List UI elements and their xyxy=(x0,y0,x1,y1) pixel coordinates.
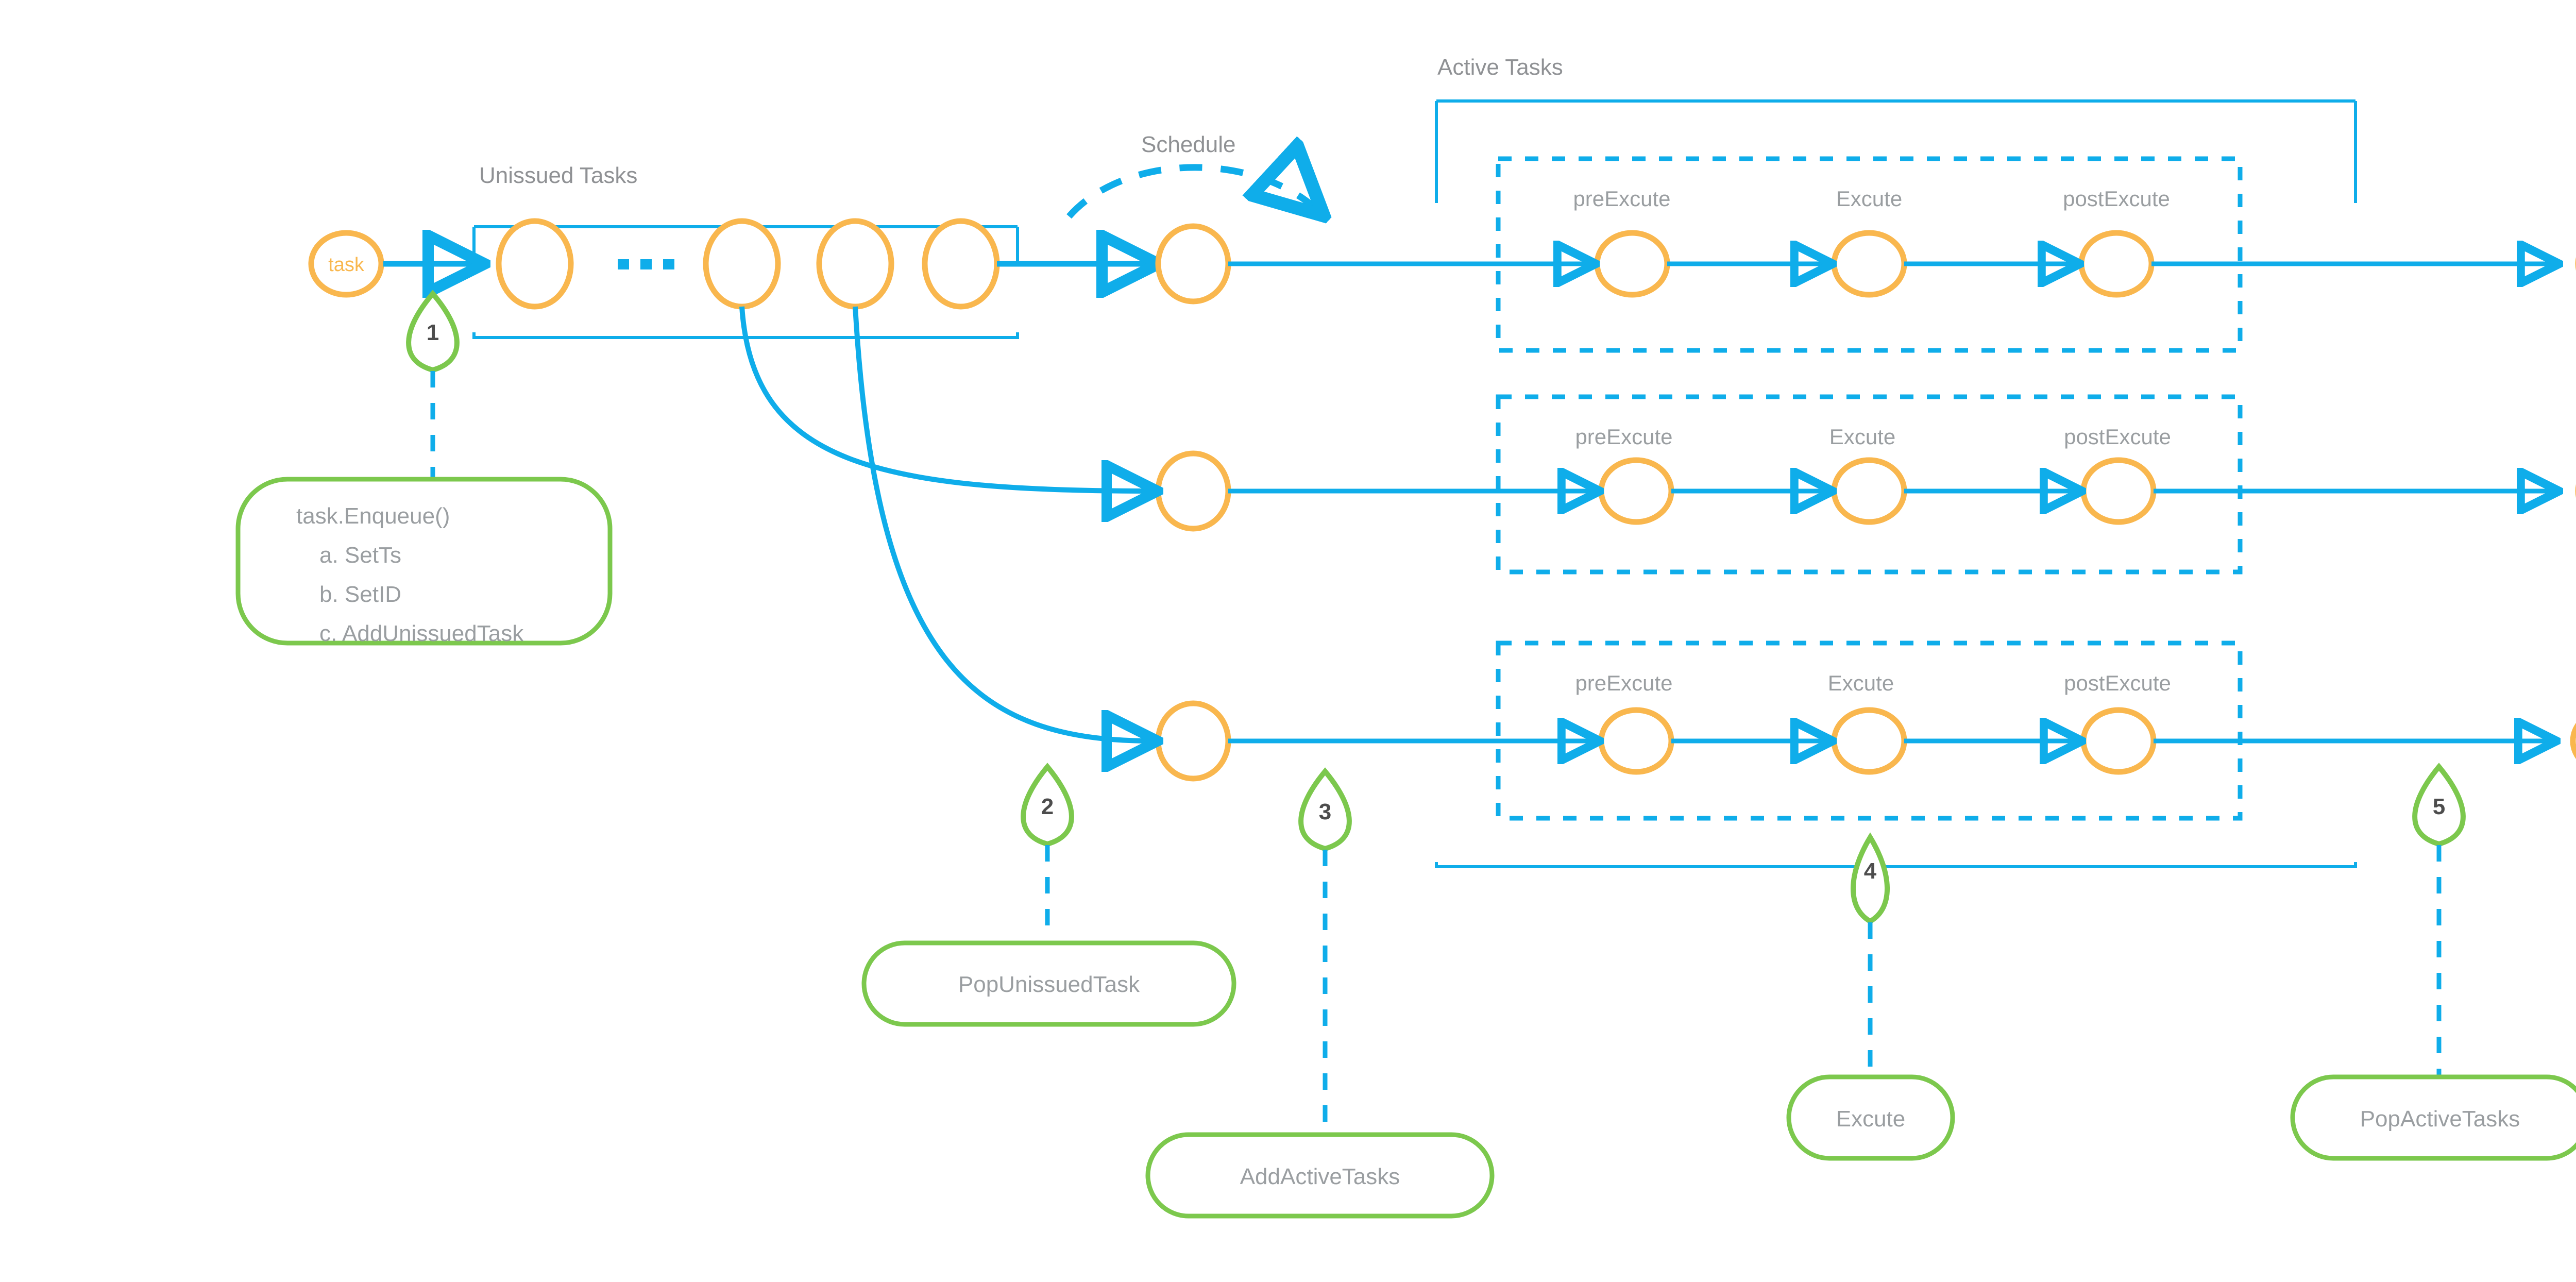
row-1-stage-label-excute: Excute xyxy=(1836,187,1902,211)
schedule-label: Schedule xyxy=(1141,132,1235,157)
task-node-label: task xyxy=(328,254,365,276)
row-1-stage-label-postexcute: postExcute xyxy=(2063,187,2170,211)
queue-ellipsis-icon xyxy=(618,259,674,269)
callout-4-label: Excute xyxy=(1836,1106,1906,1132)
schedule-edge-group: Schedule xyxy=(1066,132,1319,216)
callout-1-enqueue[interactable]: task.Enqueue() a. SetTs b. SetID c. AddU… xyxy=(235,477,613,646)
row-2-stage-label-preexcute: preExcute xyxy=(1575,425,1672,449)
callout-5-label: PopActiveTasks xyxy=(2360,1106,2520,1132)
row-3-stage-label-postexcute: postExcute xyxy=(2064,671,2171,695)
callout-3-label: AddActiveTasks xyxy=(1240,1164,1400,1189)
pipeline-row-1: preExcute Excute postExcute xyxy=(1228,156,2576,353)
active-tasks-label: Active Tasks xyxy=(1437,55,1563,80)
scheduler-node-row-2[interactable] xyxy=(1155,450,1231,532)
row-3-node-postexcute[interactable] xyxy=(2080,707,2157,775)
row-3-node-excute[interactable] xyxy=(1831,707,1907,775)
scheduler-nodes xyxy=(1155,223,1231,782)
row-3-stage-label-excute: Excute xyxy=(1828,671,1894,695)
row-3-stage-label-preexcute: preExcute xyxy=(1575,671,1672,695)
marker-5-number: 5 xyxy=(2433,794,2445,819)
callout-2-shape xyxy=(861,940,1236,1027)
callout-2-popunissuedtask[interactable]: PopUnissuedTask xyxy=(861,940,1236,1027)
row-2-stage-label-postexcute: postExcute xyxy=(2064,425,2171,449)
callout-5-shape xyxy=(2290,1074,2576,1161)
pipeline-row-3: preExcute Excute postExcute xyxy=(1228,640,2576,821)
callout-4-shape xyxy=(1786,1074,1955,1161)
row-2-node-preexcute[interactable] xyxy=(1598,457,1674,525)
callout-1-title: task.Enqueue() xyxy=(296,503,450,529)
callout-1-item-c: c. AddUnissuedTask xyxy=(319,621,524,646)
row-1-dashed-box xyxy=(1496,156,2243,353)
unissued-tasks-label: Unissued Tasks xyxy=(479,163,637,188)
callout-3-addactivetasks[interactable]: AddActiveTasks xyxy=(1145,1132,1495,1219)
row-2-node-postexcute[interactable] xyxy=(2080,457,2157,525)
callout-3-shape xyxy=(1145,1132,1495,1219)
curve-queue-node3-to-row2 xyxy=(853,306,1153,741)
callout-4-excute[interactable]: Excute xyxy=(1786,1074,1955,1161)
queue-node-3[interactable] xyxy=(816,218,894,310)
curve-queue-node2-to-row3 xyxy=(739,306,1153,491)
row-2-node-excute[interactable] xyxy=(1831,457,1907,525)
row-1-node-postexcute[interactable] xyxy=(2078,230,2155,298)
marker-2-leaf-icon xyxy=(1021,763,1074,847)
row-2-stage-label-excute: Excute xyxy=(1829,425,1895,449)
queue-node-4[interactable] xyxy=(922,218,1000,310)
source-task-node[interactable]: task xyxy=(308,230,384,298)
marker-2-number: 2 xyxy=(1041,794,1054,819)
row-1-stage-label-preexcute: preExcute xyxy=(1573,187,1670,211)
marker-1-number: 1 xyxy=(427,320,439,345)
unissued-queue-nodes xyxy=(496,218,1000,310)
active-bracket-bottom xyxy=(1435,862,2357,868)
row-3-dashed-box xyxy=(1496,640,2243,821)
row-1-node-excute[interactable] xyxy=(1831,230,1907,298)
active-tasks-group: Active Tasks xyxy=(1435,55,2357,868)
queue-node-2[interactable] xyxy=(703,218,781,310)
marker-5-group[interactable]: 5 xyxy=(2412,763,2466,1077)
callout-1-item-b: b. SetID xyxy=(319,582,401,607)
callout-1-item-a: a. SetTs xyxy=(319,543,401,568)
row-1-node-preexcute[interactable] xyxy=(1594,230,1670,298)
marker-1-leaf-icon xyxy=(406,290,460,373)
scheduler-node-row-1[interactable] xyxy=(1155,223,1231,305)
row-2-dashed-box xyxy=(1496,394,2243,575)
callout-5-popactivetasks[interactable]: PopActiveTasks xyxy=(2290,1074,2576,1161)
marker-3-number: 3 xyxy=(1319,799,1331,824)
marker-4-leaf-icon xyxy=(1851,832,1890,924)
marker-3-leaf-icon xyxy=(1298,767,1352,852)
queue-node-1[interactable] xyxy=(496,218,574,310)
marker-3-group[interactable]: 3 xyxy=(1298,767,1352,1135)
callout-2-label: PopUnissuedTask xyxy=(958,972,1140,997)
marker-2-group[interactable]: 2 xyxy=(1021,763,1074,943)
task-node-shape xyxy=(308,230,384,298)
row-3-terminal-node[interactable] xyxy=(2570,710,2576,772)
callout-1-shape xyxy=(235,477,613,646)
scheduler-node-row-3[interactable] xyxy=(1155,700,1231,782)
marker-5-leaf-icon xyxy=(2412,763,2466,847)
row-3-node-preexcute[interactable] xyxy=(1598,707,1674,775)
marker-1-group[interactable]: 1 xyxy=(406,290,460,479)
marker-4-group[interactable]: 4 xyxy=(1851,832,1890,1077)
marker-4-number: 4 xyxy=(1864,858,1877,884)
pipeline-row-2: preExcute Excute postExcute xyxy=(1228,394,2576,575)
schedule-dashed-arc xyxy=(1066,167,1319,216)
